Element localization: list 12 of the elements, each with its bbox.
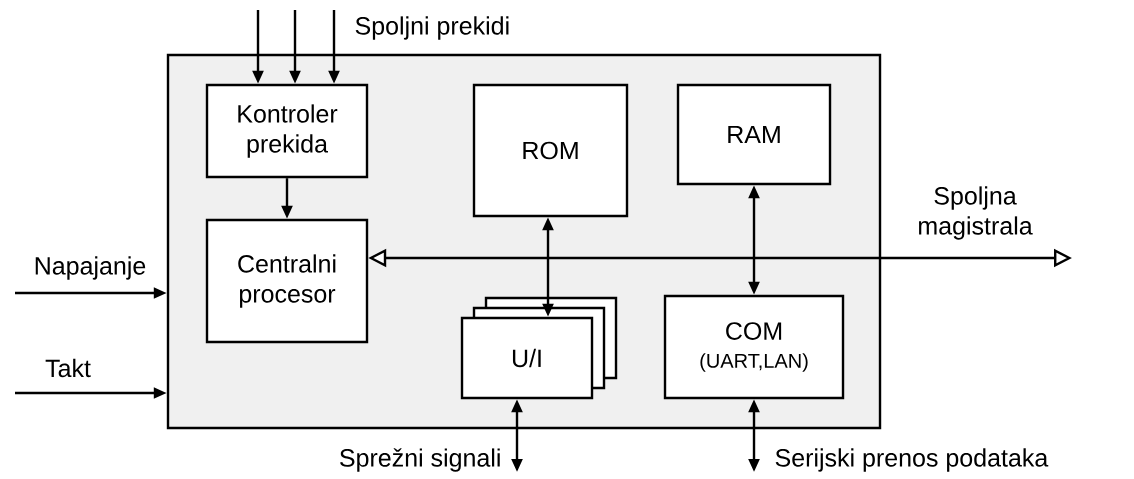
signal-label: Spoljni prekidi bbox=[355, 16, 509, 40]
edge-label: Takt bbox=[45, 358, 91, 378]
stacked-box: U/I bbox=[460, 296, 618, 400]
edge-label: Sprežni signali bbox=[340, 448, 500, 472]
controller-box: Kontroler prekida bbox=[205, 83, 369, 179]
interface-box: COM (UART,LAN) bbox=[663, 294, 845, 400]
processor-box: Centralni procesor bbox=[205, 218, 369, 344]
edge-label: Napajanje bbox=[35, 256, 146, 280]
memory-box: ROM bbox=[472, 83, 629, 218]
edge-label: Spoljna magistrala bbox=[919, 186, 1033, 240]
memory-box: RAM bbox=[676, 83, 832, 186]
edge-label: Serijski prenos podataka bbox=[775, 448, 1049, 472]
